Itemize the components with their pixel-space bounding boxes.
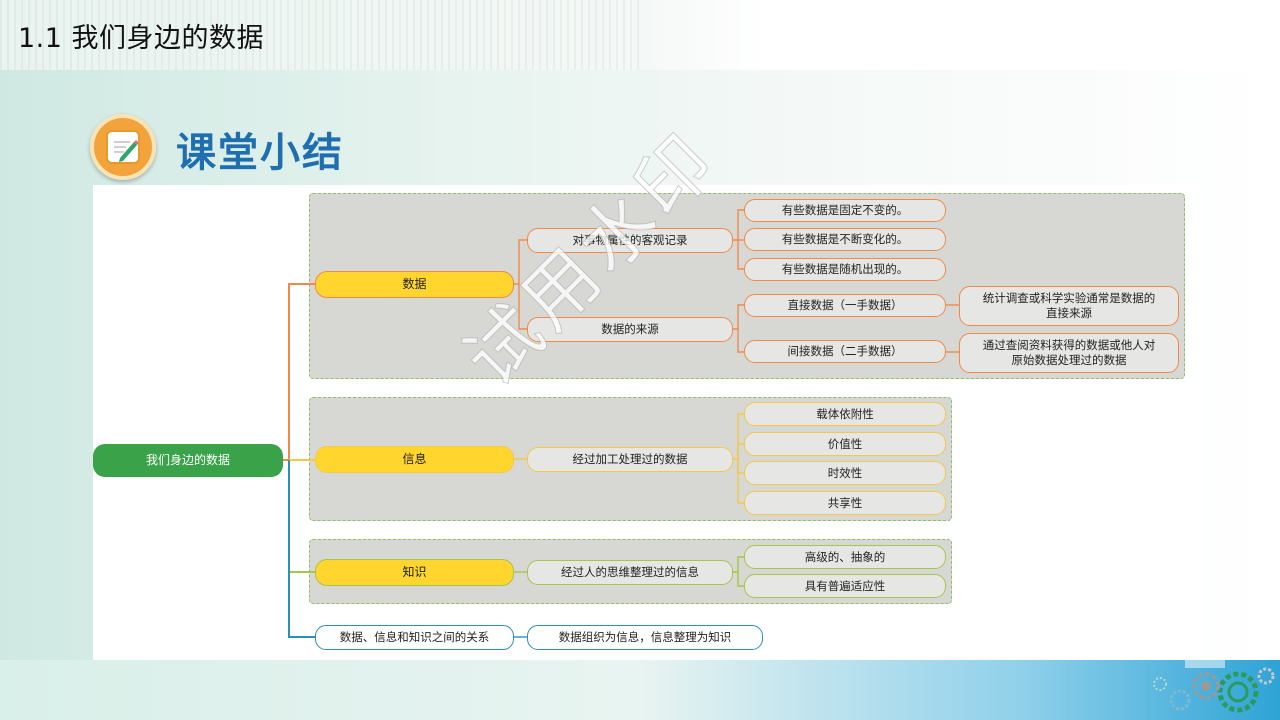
relation-detail-node: 数据组织为信息，信息整理为知识 [527,625,763,650]
information-definition-node: 经过加工处理过的数据 [527,447,733,472]
knowledge-definition-node: 经过人的思维整理过的信息 [527,560,733,585]
indirect-data-detail-node: 通过查阅资料获得的数据或他人对原始数据处理过的数据 [959,333,1179,373]
direct-data-detail-node: 统计调查或科学实验通常是数据的直接来源 [959,286,1179,326]
bottom-band [0,660,1280,720]
data-source-node: 数据的来源 [527,317,733,342]
knowledge-node: 知识 [315,559,514,586]
relation-node: 数据、信息和知识之间的关系 [315,625,514,650]
data-changing-node: 有些数据是不断变化的。 [744,228,946,251]
gears-decoration-icon [1153,658,1275,713]
knowledge-abstract-node: 高级的、抽象的 [744,545,946,569]
section-title: 课堂小结 [176,129,344,176]
info-timeliness-node: 时效性 [744,461,946,485]
info-sharing-node: 共享性 [744,491,946,515]
mindmap-canvas: 我们身边的数据 数据 对事物属性的客观记录 有些数据是固定不变的。 有些数据是不… [93,185,1202,660]
indirect-data-node: 间接数据（二手数据） [744,340,946,363]
connector-lines [283,209,959,638]
knowledge-universal-node: 具有普遍适应性 [744,574,946,598]
root-node: 我们身边的数据 [93,444,283,477]
data-definition-node: 对事物属性的客观记录 [527,228,733,253]
data-random-node: 有些数据是随机出现的。 [744,258,946,281]
info-carrier-node: 载体依附性 [744,402,946,426]
data-fixed-node: 有些数据是固定不变的。 [744,199,946,222]
data-node: 数据 [315,271,514,298]
information-node: 信息 [315,446,514,473]
pencil-note-icon [90,114,156,180]
info-value-node: 价值性 [744,432,946,456]
direct-data-node: 直接数据（一手数据） [744,294,946,317]
page-title: 1.1 我们身边的数据 [18,23,265,54]
header-band [0,0,1280,70]
